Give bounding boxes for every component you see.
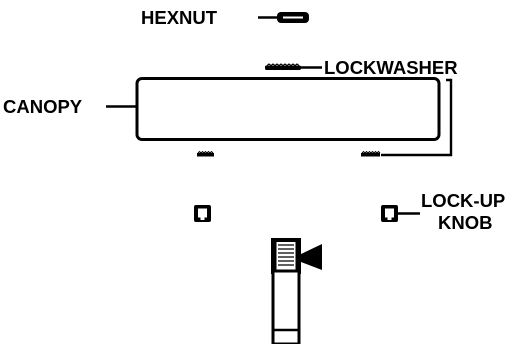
lockup-knob-label-line1: LOCK-UP: [421, 190, 505, 211]
downrod-thread-lines: [278, 244, 294, 266]
lockwasher-body: [265, 65, 301, 70]
lockwasher-leader-extension: [381, 78, 453, 157]
downrod-assembly: [271, 238, 322, 344]
lockwasher-teeth: [266, 63, 300, 67]
lockwasher-part: [265, 63, 301, 70]
lockwasher-callout: LOCKWASHER: [265, 57, 458, 78]
hexnut-label: HEXNUT: [141, 7, 218, 28]
lockup-knob-left-notch: [200, 217, 205, 220]
mounting-screw-left: [197, 150, 214, 157]
lockwasher-label: LOCKWASHER: [324, 57, 458, 78]
mounting-screw-left-body: [197, 153, 214, 157]
downrod-pipe: [271, 269, 301, 344]
mounting-screw-right-body: [361, 153, 380, 157]
lockup-knob-right-notch: [387, 217, 392, 220]
hexnut-part: [277, 12, 309, 23]
canopy-body: [135, 77, 441, 141]
mounting-screw-left-thread: [197, 150, 214, 154]
lockup-knob-label-line2: KNOB: [438, 212, 492, 233]
downrod-set-screw: [301, 244, 322, 270]
canopy-callout: CANOPY: [3, 77, 441, 141]
lockup-knob-left-window: [198, 208, 207, 218]
mounting-screw-right: [361, 150, 381, 157]
lockup-knob-left: [194, 205, 211, 222]
lockup-knob-callout: LOCK-UP KNOB: [398, 190, 505, 233]
mounting-screw-right-thread: [361, 150, 381, 154]
canopy-label: CANOPY: [3, 96, 83, 117]
lockup-knob-right: [381, 205, 398, 222]
lockup-knob-right-window: [385, 208, 394, 218]
hexnut-callout: HEXNUT: [141, 7, 309, 28]
